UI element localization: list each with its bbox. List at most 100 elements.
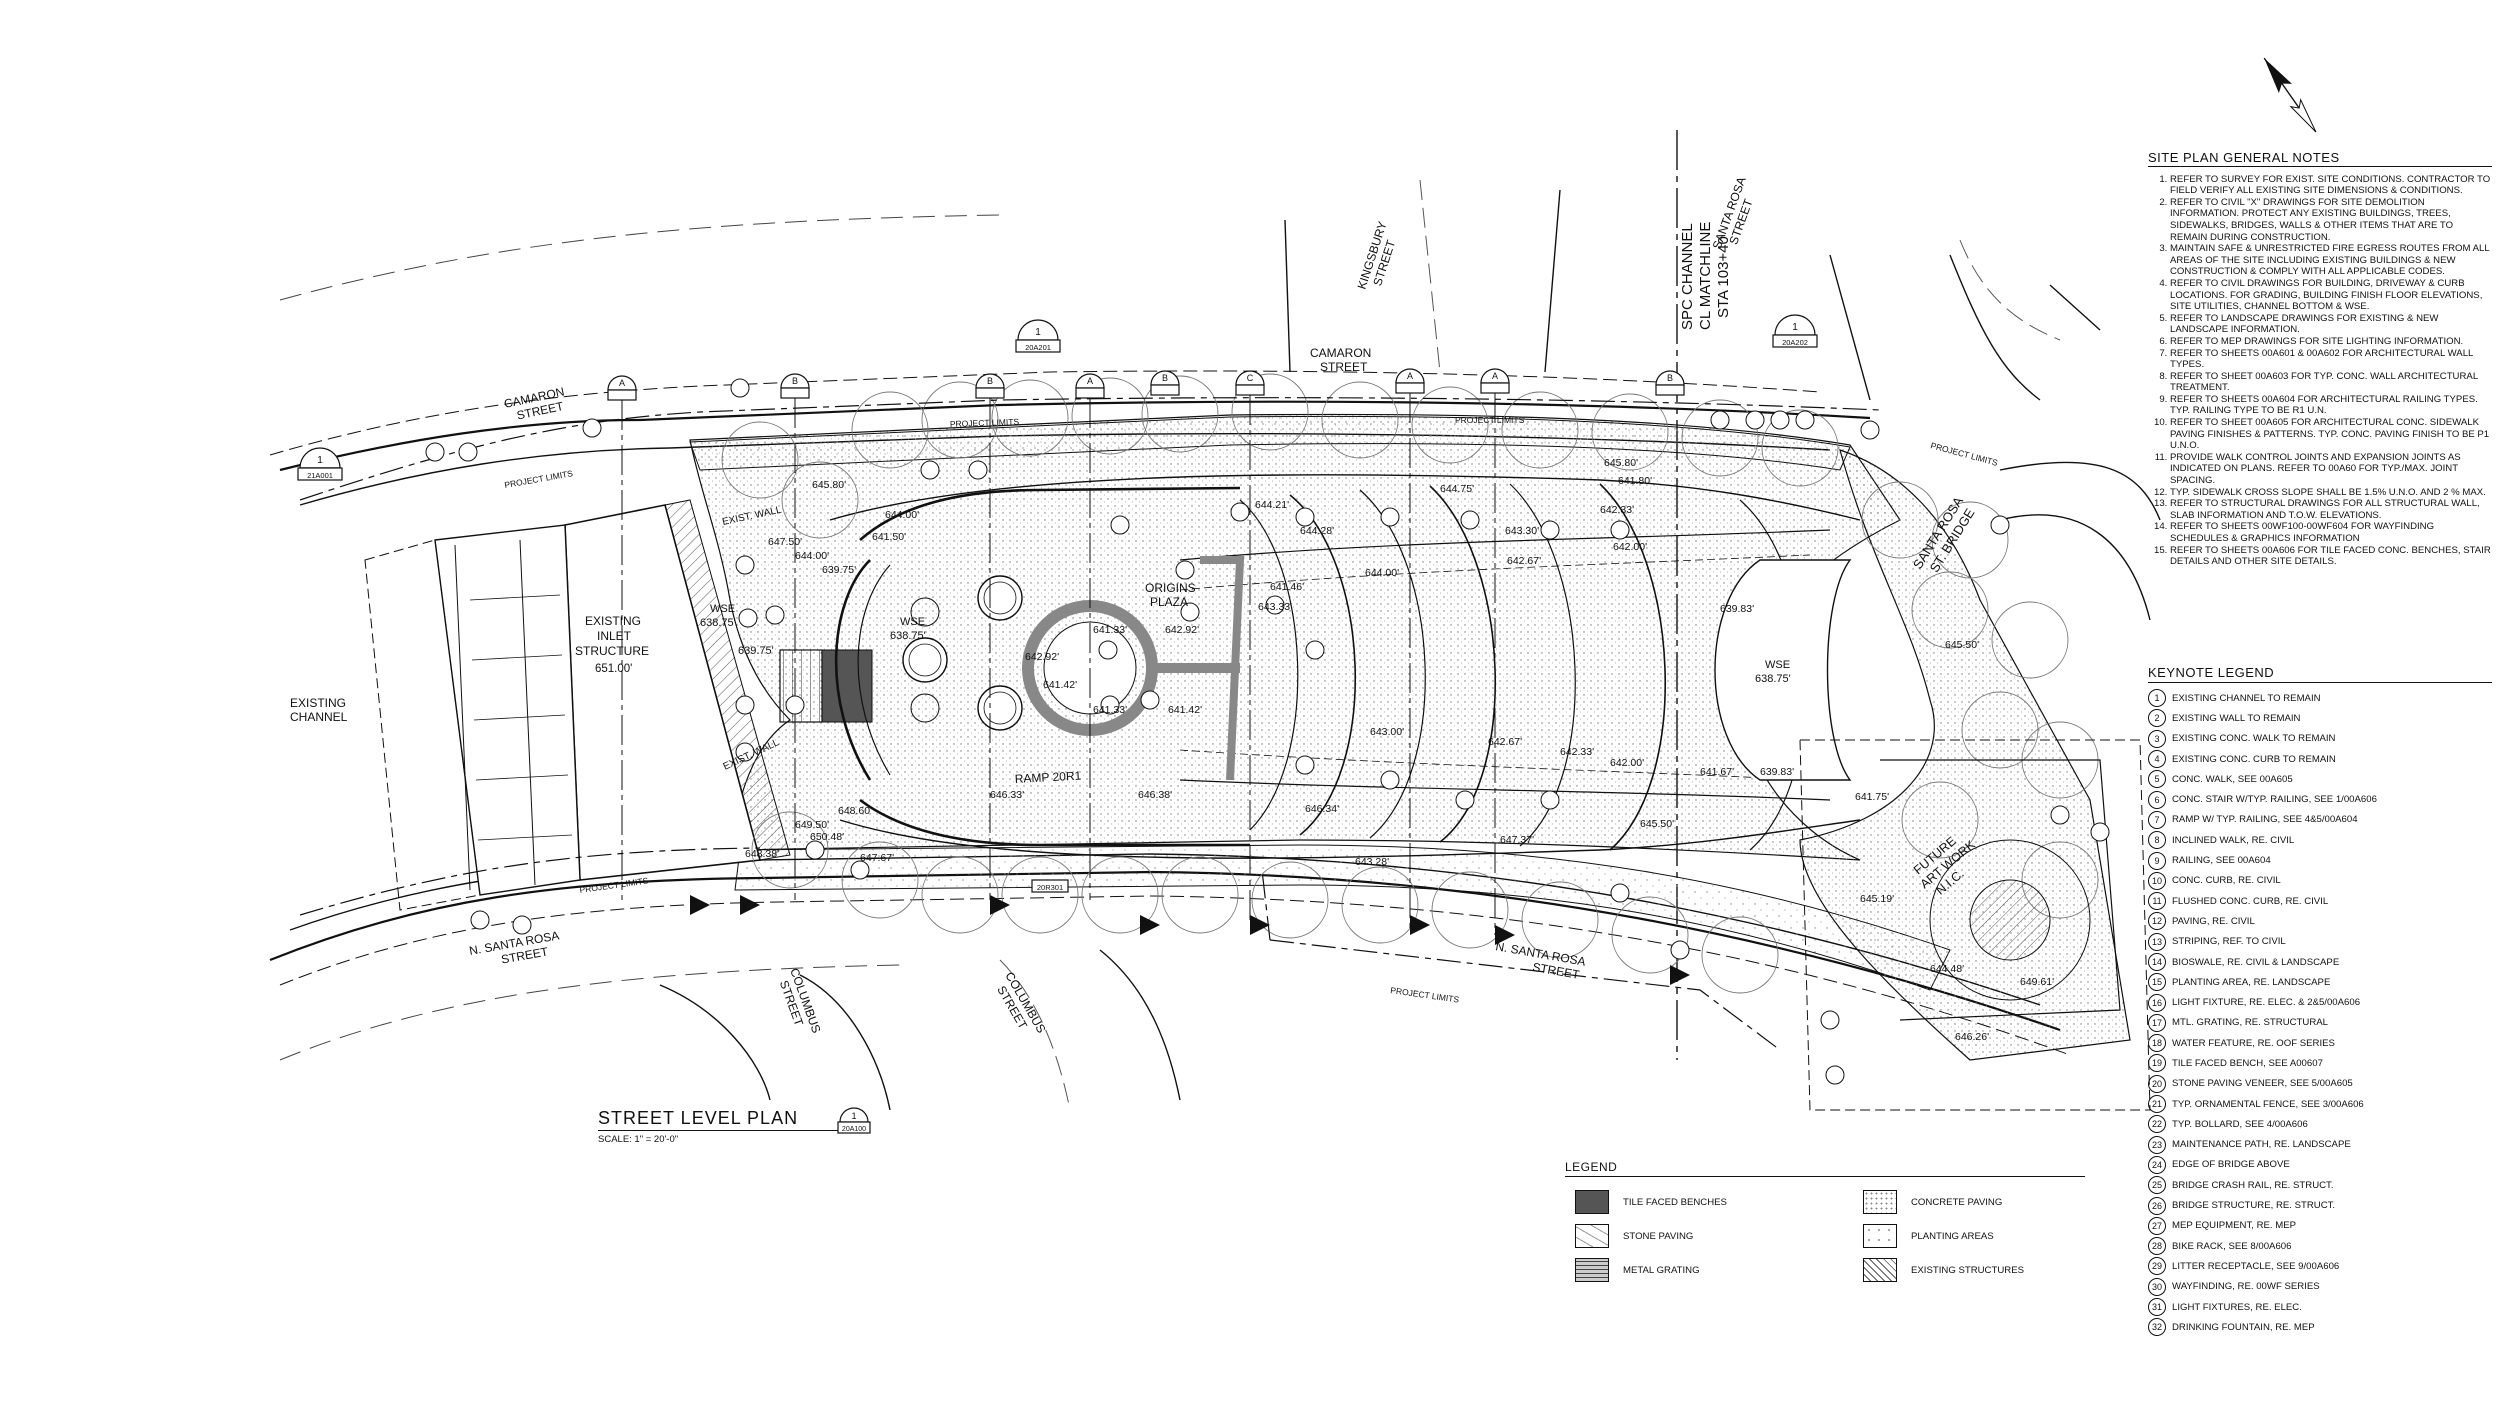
elev: 641.50' [872,531,906,543]
keynote-label: EXISTING WALL TO REMAIN [2172,712,2301,724]
elev: 641.33' [1093,624,1127,636]
section-cut-lines [621,393,1496,935]
keynote-number: 14 [2148,953,2166,971]
elev: 641.46' [1270,581,1304,593]
elev: 643.30' [1505,525,1539,537]
legend-label: EXISTING STRUCTURES [1911,1264,2025,1276]
elev: 645.50' [1945,639,1979,651]
keynote-legend-title: KEYNOTE LEGEND [2148,665,2492,683]
elev: 642.67' [1488,736,1522,748]
sec-letter: A [1492,371,1498,381]
keynote-label: EXISTING CHANNEL TO REMAIN [2172,692,2321,704]
elev: 650.48' [810,831,844,843]
elev: 643.33' [1258,601,1292,613]
keynote-number: 4 [2148,750,2166,769]
keynote-label: WAYFINDING, RE. 00WF SERIES [2172,1281,2320,1293]
elev: 647.50' [768,536,802,548]
sec-letter: C [1247,373,1254,383]
keynote-number: 18 [2148,1034,2166,1053]
elev: 642.67' [1507,555,1541,567]
svg-text:COLUMBUSSTREET: COLUMBUSSTREET [774,966,824,1039]
elev: 644.00' [795,550,829,562]
note-item: REFER TO MEP DRAWINGS FOR SITE LIGHTING … [2170,336,2492,348]
wse-right-2: 638.75' [1755,673,1791,685]
keynote-label: EXISTING CONC. WALK TO REMAIN [2172,733,2336,745]
note-item: MAINTAIN SAFE & UNRESTRICTED FIRE EGRESS… [2170,243,2492,278]
elev: 646.34' [1305,803,1339,815]
keynote-number: 13 [2148,932,2166,951]
elev: 642.00' [1610,757,1644,769]
keynote-number: 7 [2148,810,2166,829]
keynote-label: MEP EQUIPMENT, RE. MEP [2172,1220,2297,1232]
note-item: PROVIDE WALK CONTROL JOINTS AND EXPANSIO… [2170,452,2492,487]
legend-item-planting: PLANTING AREAS [1863,1224,1994,1248]
wse-left: WSE [710,603,735,615]
site-plan-general-notes: SITE PLAN GENERAL NOTES REFER TO SURVEY … [2148,151,2492,568]
elev: 647.37' [1500,834,1534,846]
legend-item-grating: METAL GRATING [1575,1258,1700,1282]
keynote-item: 24 EDGE OF BRIDGE ABOVE [2148,1155,2492,1175]
drawing-title: STREET LEVEL PLAN [598,1108,860,1131]
sec-id: 20A201 [1025,343,1051,352]
keynote-number: 21 [2148,1095,2166,1114]
inlet-elev: 651.00' [595,663,632,675]
note-item: REFER TO CIVIL "X" DRAWINGS FOR SITE DEM… [2170,197,2492,243]
elev: 649.50' [795,819,829,831]
keynote-item: 3 EXISTING CONC. WALK TO REMAIN [2148,729,2492,749]
existing-channel-label-2: CHANNEL [290,710,348,724]
keynote-label: LITTER RECEPTACLE, SEE 9/00A606 [2172,1260,2340,1272]
sec-letter: A [1087,376,1093,386]
sec-id: 21A001 [307,471,333,480]
drawing-scale: SCALE: 1" = 20'-0" [598,1134,679,1145]
sec-id: 20R301 [1037,883,1063,892]
existing-channel-label: EXISTING [290,696,346,710]
elev: 639.83' [1720,603,1754,615]
elev: 645.80' [812,479,846,491]
keynote-bubbles [425,378,2110,1085]
sec-letter: 1 [1792,322,1798,333]
elev: 641.33' [1093,704,1127,716]
tree-canopies [721,373,2099,994]
elev: 646.33' [990,789,1024,801]
project-limits-6: PROJECT LIMITS [1929,440,1999,468]
keynote-label: INCLINED WALK, RE. CIVIL [2172,834,2295,846]
keynote-number: 3 [2148,729,2166,748]
ramp-label: RAMP 20R1 [1014,769,1081,786]
keynote-label: CONC. CURB, RE. CIVIL [2172,875,2281,887]
inlet-label-3: STRUCTURE [575,644,649,658]
sec-id: 20A202 [1782,338,1808,347]
section-flags [690,895,1690,985]
elev: 644.75' [1440,483,1474,495]
elev: 641.75' [1855,791,1889,803]
legend-item-concrete: CONCRETE PAVING [1863,1190,2002,1214]
spc-channel: SPC CHANNEL [1679,223,1696,330]
note-item: REFER TO STRUCTURAL DRAWINGS FOR ALL STR… [2170,498,2492,521]
keynote-label: STONE PAVING VENEER, SEE 5/00A605 [2172,1078,2353,1090]
legend-label: TILE FACED BENCHES [1623,1196,1727,1208]
sec-letter: 1 [317,455,323,466]
keynote-number: 24 [2148,1155,2166,1174]
wse-plaza-2: 638.75' [890,630,926,642]
sec-letter: A [1407,371,1413,381]
note-item: TYP. SIDEWALK CROSS SLOPE SHALL BE 1.5% … [2170,487,2492,499]
keynote-number: 25 [2148,1176,2166,1195]
camaron-mid-2: STREET [1320,360,1368,374]
keynote-label: EDGE OF BRIDGE ABOVE [2172,1159,2290,1171]
